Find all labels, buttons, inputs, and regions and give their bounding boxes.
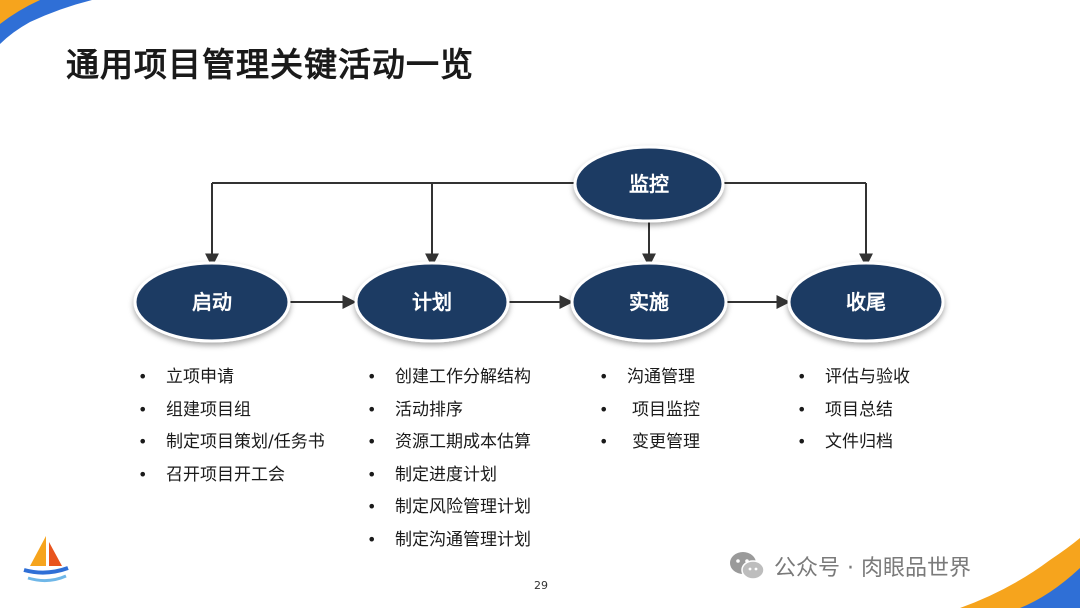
node-monitor-label: 监控: [629, 172, 669, 196]
watermark: 公众号 · 肉眼品世界: [728, 546, 971, 586]
bottom-right-corner-decoration: [960, 538, 1080, 608]
list-item: 资源工期成本估算: [367, 426, 531, 459]
sailboat-logo-icon: [23, 536, 69, 583]
execute-activity-list: 沟通管理 项目监控 变更管理: [599, 361, 700, 459]
list-item: 变更管理: [599, 426, 700, 459]
list-item: 项目监控: [599, 394, 700, 427]
list-item: 制定风险管理计划: [367, 491, 531, 524]
node-close-label: 收尾: [846, 290, 886, 314]
close-activity-list: 评估与验收 项目总结 文件归档: [797, 361, 910, 459]
list-item: 活动排序: [367, 394, 531, 427]
list-item: 立项申请: [138, 361, 325, 394]
list-item: 组建项目组: [138, 394, 325, 427]
node-execute-label: 实施: [629, 290, 669, 314]
slide-title: 通用项目管理关键活动一览: [66, 45, 474, 84]
plan-activity-list: 创建工作分解结构 活动排序 资源工期成本估算 制定进度计划 制定风险管理计划 制…: [367, 361, 531, 556]
list-item: 制定项目策划/任务书: [138, 426, 325, 459]
top-left-corner-decoration: [0, 0, 92, 44]
list-item: 召开项目开工会: [138, 459, 325, 492]
wechat-icon: [730, 552, 765, 580]
node-plan-label: 计划: [412, 290, 452, 314]
node-initiate-label: 启动: [192, 290, 232, 314]
list-item: 制定进度计划: [367, 459, 531, 492]
initiate-activity-list: 立项申请 组建项目组 制定项目策划/任务书 召开项目开工会: [138, 361, 325, 491]
node-plan: 计划: [354, 261, 510, 343]
list-item: 制定沟通管理计划: [367, 524, 531, 557]
list-item: 评估与验收: [797, 361, 910, 394]
page-number: 29: [534, 579, 548, 592]
watermark-text: 公众号 · 肉眼品世界: [774, 556, 971, 581]
node-execute: 实施: [570, 261, 728, 343]
node-monitor: 监控: [573, 145, 725, 223]
node-initiate: 启动: [133, 261, 291, 343]
node-close: 收尾: [787, 261, 945, 343]
list-item: 创建工作分解结构: [367, 361, 531, 394]
process-flow-diagram: 监控 启动 计划 实施 收尾: [133, 145, 945, 343]
list-item: 沟通管理: [599, 361, 700, 394]
list-item: 文件归档: [797, 426, 910, 459]
list-item: 项目总结: [797, 394, 910, 427]
